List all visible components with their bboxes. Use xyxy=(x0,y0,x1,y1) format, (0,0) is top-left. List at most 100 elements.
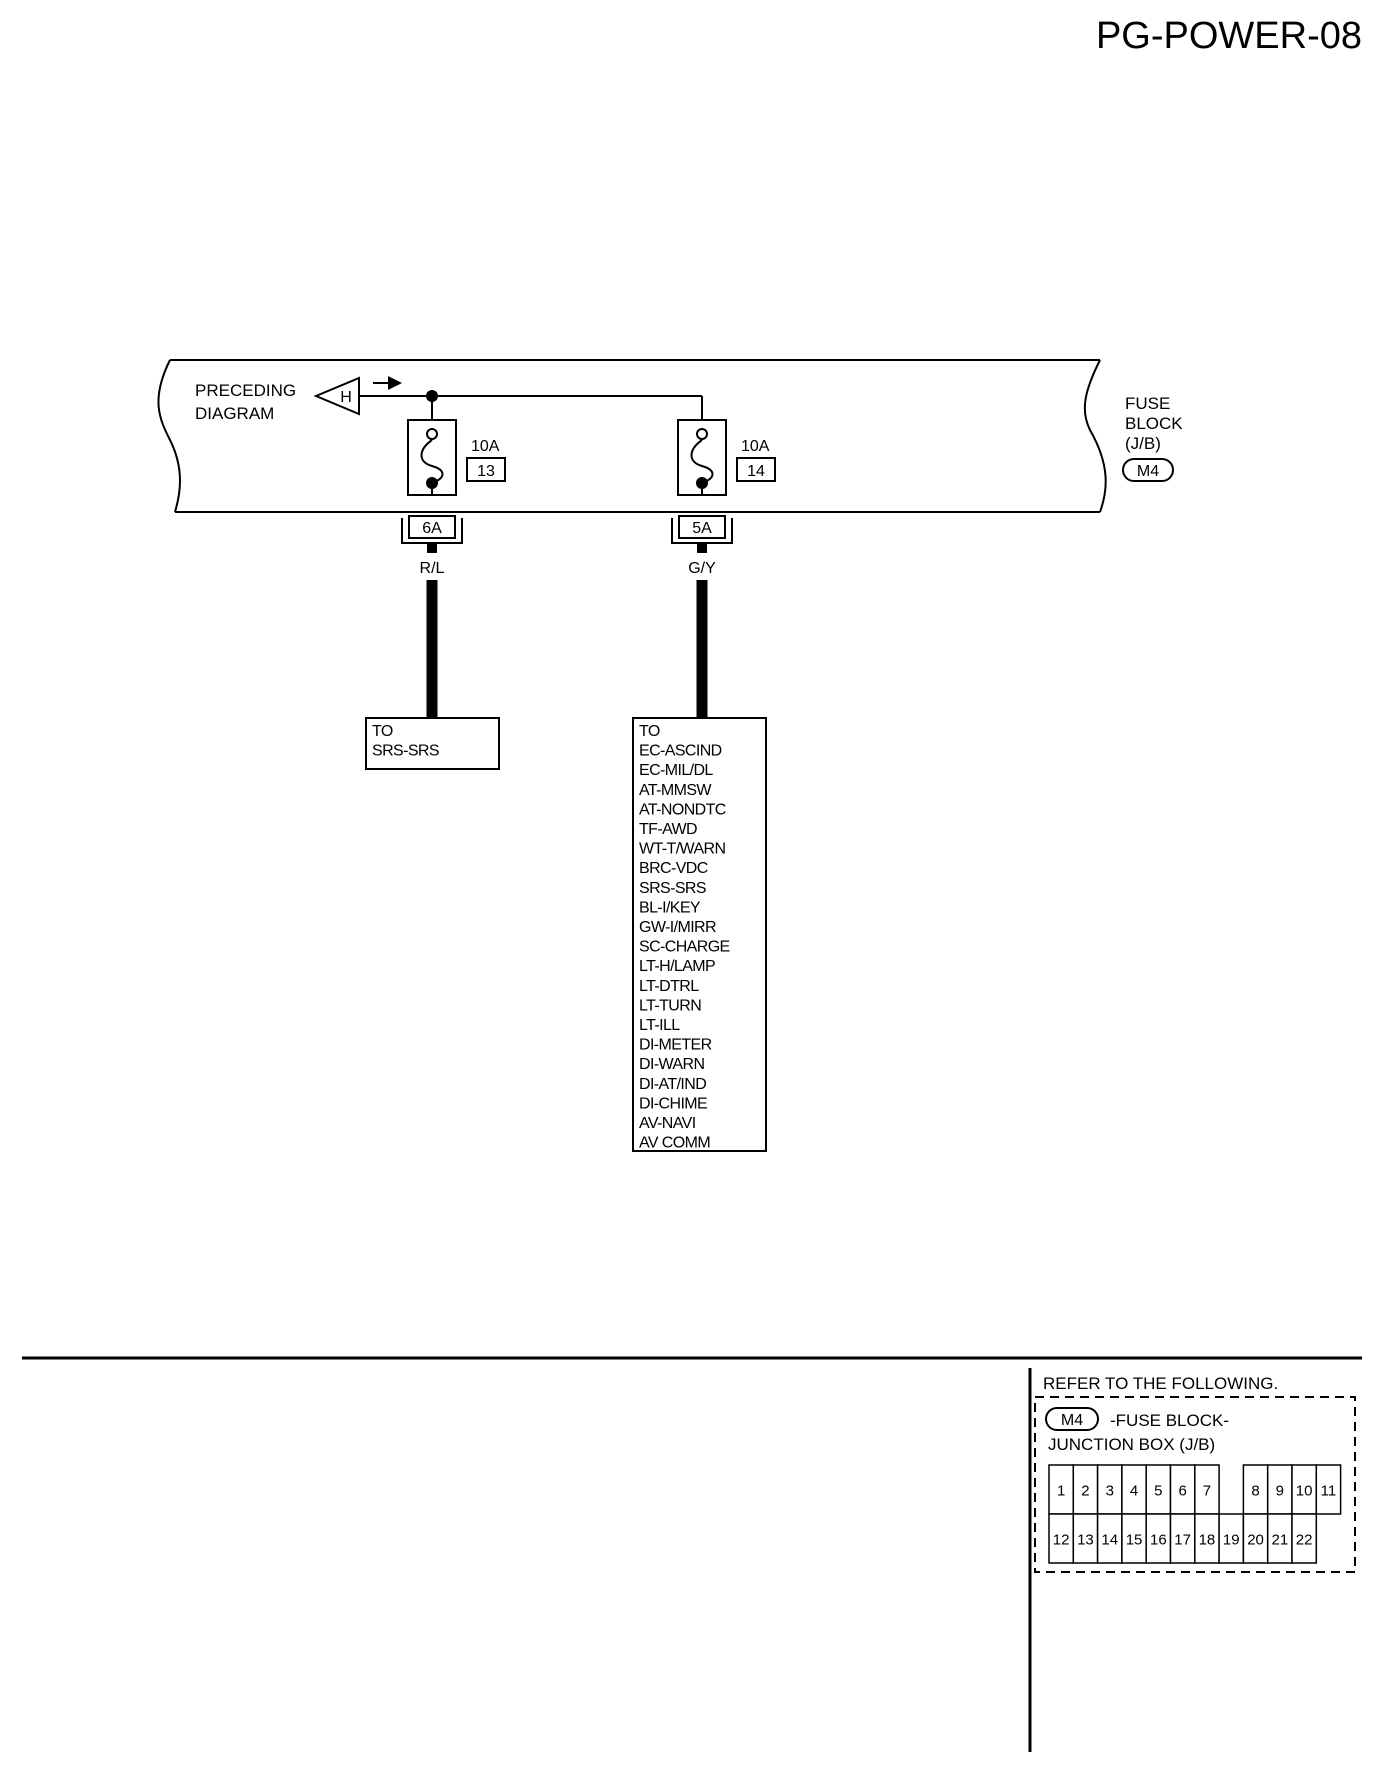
terminal-label: 6A xyxy=(422,520,442,537)
fuse-number-box xyxy=(736,457,776,482)
fuse-terminal-top xyxy=(696,428,708,440)
fuse-14: 10A 14 xyxy=(677,419,776,496)
destination-item: DI-WARN xyxy=(639,1056,704,1073)
destination-item: EC-MIL/DL xyxy=(639,762,713,779)
pin-number: 22 xyxy=(1296,1532,1313,1549)
destination-item: WT-T/WARN xyxy=(639,841,725,858)
destination-item: TO xyxy=(372,723,393,740)
pin-number: 21 xyxy=(1272,1532,1289,1549)
fuse-number-box xyxy=(466,457,506,482)
page-title: PG-POWER-08 xyxy=(1096,15,1362,57)
destination-item: BRC-VDC xyxy=(639,860,708,877)
destination-item: AT-NONDTC xyxy=(639,801,726,818)
pin-number: 3 xyxy=(1106,1483,1114,1500)
destination-item: LT-DTRL xyxy=(639,978,699,995)
reference-heading: REFER TO THE FOLLOWING. xyxy=(1043,1374,1278,1393)
pin-cell xyxy=(1194,1464,1220,1515)
pin-number: 17 xyxy=(1174,1532,1191,1549)
pin-cell xyxy=(1194,1513,1220,1564)
pin-number: 5 xyxy=(1154,1483,1162,1500)
fuse-block-label: FUSE BLOCK (J/B) M4 xyxy=(1122,394,1183,482)
pin-number: 8 xyxy=(1251,1483,1259,1500)
pin-cell xyxy=(1072,1464,1099,1515)
destination-item: AV-NAVI xyxy=(639,1115,696,1132)
terminal-6a: 6A xyxy=(401,515,463,544)
pin-number: 9 xyxy=(1276,1483,1284,1500)
connector-m4-label: M4 xyxy=(1137,463,1159,480)
fuse-terminal-top xyxy=(426,428,438,440)
destination-list: TOEC-ASCINDEC-MIL/DLAT-MMSWAT-NONDTCTF-A… xyxy=(639,723,730,1152)
connector-m4-oval xyxy=(1122,458,1174,482)
destination-item: BL-I/KEY xyxy=(639,899,701,916)
pin-number: 19 xyxy=(1223,1532,1240,1549)
destination-item: TF-AWD xyxy=(639,821,697,838)
wire-color-label: G/Y xyxy=(688,560,716,577)
fuse-13: 10A 13 xyxy=(407,419,506,496)
pin-number: 7 xyxy=(1203,1483,1211,1500)
reference-panel: REFER TO THE FOLLOWING. M4 -FUSE BLOCK- … xyxy=(1034,1374,1356,1573)
reference-desc-line2: JUNCTION BOX (J/B) xyxy=(1048,1435,1215,1454)
pin-cell xyxy=(1072,1513,1099,1564)
pin-cell xyxy=(1242,1513,1269,1564)
fuse-block-line3: (J/B) xyxy=(1125,434,1161,453)
bus-junction-dot xyxy=(426,390,438,402)
connector-h-label: H xyxy=(340,389,352,406)
connector-h-triangle xyxy=(313,376,360,416)
preceding-diagram: PRECEDING DIAGRAM H xyxy=(195,376,402,423)
reference-connector-label: M4 xyxy=(1061,1412,1083,1429)
pin-number: 12 xyxy=(1053,1532,1070,1549)
pin-cell xyxy=(1266,1464,1293,1515)
reference-desc-line1: -FUSE BLOCK- xyxy=(1110,1411,1229,1430)
reference-connector-oval xyxy=(1045,1407,1099,1431)
pin-number: 13 xyxy=(1077,1532,1094,1549)
preceding-label-line1: PRECEDING xyxy=(195,381,296,400)
pin-number: 6 xyxy=(1178,1483,1186,1500)
pin-cell xyxy=(1218,1513,1245,1564)
pin-cell xyxy=(1315,1464,1342,1515)
wire-color-label: R/L xyxy=(420,560,445,577)
fuse-terminal-bottom xyxy=(696,477,708,489)
fuse-block-outline xyxy=(157,359,1107,513)
pin-number: 18 xyxy=(1199,1532,1216,1549)
fuse-number: 13 xyxy=(477,463,495,480)
fuse-element-icon xyxy=(690,439,714,484)
pin-cell xyxy=(1291,1513,1318,1564)
fuse-number: 14 xyxy=(747,463,765,480)
destination-item: AV COMM xyxy=(639,1135,710,1152)
fuse-element-icon xyxy=(420,439,444,484)
destination-item: DI-METER xyxy=(639,1037,712,1054)
pin-cell xyxy=(1169,1513,1196,1564)
destination-item: LT-ILL xyxy=(639,1017,680,1034)
destination-box-main xyxy=(632,717,767,1152)
pin-number: 1 xyxy=(1057,1483,1065,1500)
destination-item: LT-TURN xyxy=(639,997,701,1014)
destination-item: DI-CHIME xyxy=(639,1095,707,1112)
reference-dashed-box xyxy=(1034,1396,1356,1573)
destination-item: SRS-SRS xyxy=(639,880,706,897)
pin-number: 2 xyxy=(1081,1483,1089,1500)
wire-stub xyxy=(427,543,437,553)
pin-cell xyxy=(1048,1513,1075,1564)
destination-item: EC-ASCIND xyxy=(639,743,722,760)
pin-number: 11 xyxy=(1321,1483,1337,1500)
fuse-terminal-bottom xyxy=(426,477,438,489)
destination-box-srs xyxy=(365,717,500,770)
pin-number: 16 xyxy=(1150,1532,1167,1549)
destination-item: AT-MMSW xyxy=(639,782,712,799)
preceding-label-line2: DIAGRAM xyxy=(195,404,274,423)
wire-stub xyxy=(697,543,707,553)
destination-item: SC-CHARGE xyxy=(639,939,730,956)
pin-number: 10 xyxy=(1296,1483,1313,1500)
pin-cell xyxy=(1096,1513,1123,1564)
fuse-block-line1: FUSE xyxy=(1125,394,1170,413)
pin-number: 14 xyxy=(1101,1532,1118,1549)
pin-cell xyxy=(1242,1464,1269,1515)
destination-item: LT-H/LAMP xyxy=(639,958,715,975)
terminal-label: 5A xyxy=(692,520,712,537)
terminal-5a: 5A xyxy=(671,515,733,544)
destination-item: DI-AT/IND xyxy=(639,1076,706,1093)
flow-arrow-icon xyxy=(388,376,402,390)
destination-item: GW-I/MIRR xyxy=(639,919,716,936)
